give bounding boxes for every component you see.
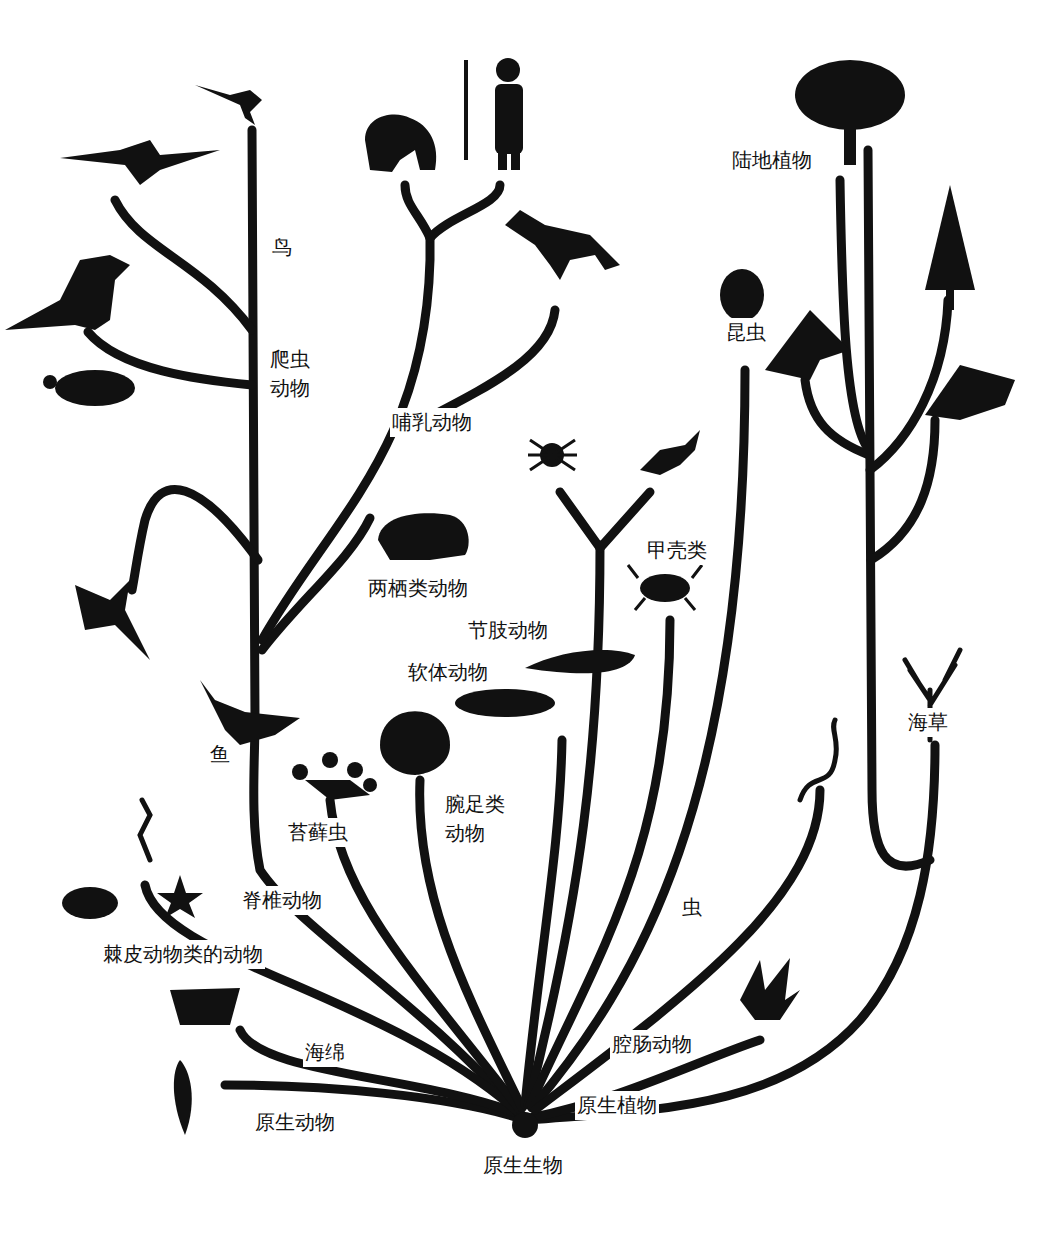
branch-label: 海草 <box>906 708 950 737</box>
branch-label: 原生动物 <box>253 1108 337 1137</box>
branch-label: 棘皮动物类的动物 <box>101 940 265 969</box>
branch-label: 脊椎动物 <box>240 886 324 915</box>
branch-label: 昆虫 <box>724 318 768 347</box>
branch-label: 腔肠动物 <box>610 1030 694 1059</box>
branch-label: 哺乳动物 <box>390 408 474 437</box>
branch-label: 苔藓虫 <box>286 818 350 847</box>
branch-label: 原生植物 <box>575 1091 659 1120</box>
branch-label: 节肢动物 <box>466 616 550 645</box>
branch-label: 陆地植物 <box>730 146 814 175</box>
branch-label: 爬虫 动物 <box>268 345 320 403</box>
branch-label: 甲壳类 <box>645 536 709 565</box>
branch-label: 两栖类动物 <box>366 574 470 603</box>
branch-label: 鱼 <box>208 740 232 769</box>
branch-label: 鸟 <box>270 233 294 262</box>
branch-label: 海绵 <box>303 1038 347 1067</box>
branch-label: 软体动物 <box>406 658 490 687</box>
branch-label: 虫 <box>680 893 704 922</box>
branch-label: 原生生物 <box>481 1151 565 1180</box>
branch-label: 腕足类 动物 <box>443 790 515 848</box>
